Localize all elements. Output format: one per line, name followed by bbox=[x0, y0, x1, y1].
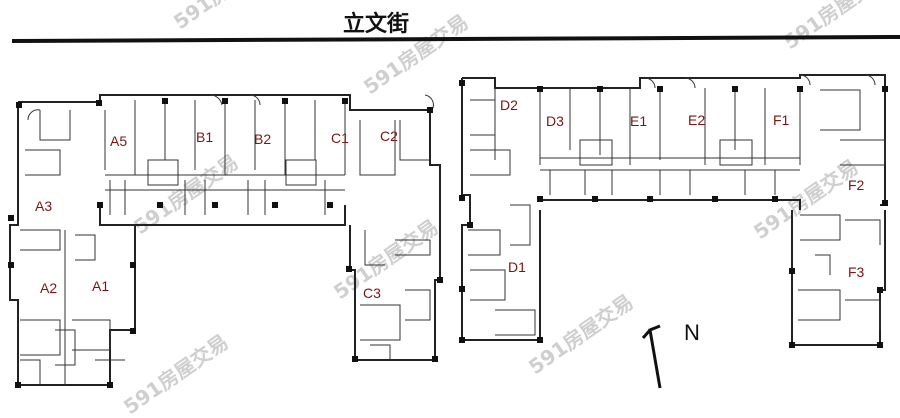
watermarks: 591房屋交易 591房屋交易 591房屋交易 591房屋交易 591房屋交易 … bbox=[119, 0, 892, 418]
unit-label-d1: D1 bbox=[508, 259, 526, 275]
left-building bbox=[8, 94, 443, 388]
unit-label-f1: F1 bbox=[773, 112, 790, 128]
unit-label-d2: D2 bbox=[500, 97, 518, 113]
right-building bbox=[459, 74, 888, 348]
north-arrow-icon bbox=[641, 324, 662, 389]
north-label: N bbox=[684, 320, 700, 345]
unit-label-c3: C3 bbox=[363, 285, 381, 301]
unit-label-f3: F3 bbox=[848, 264, 865, 280]
unit-label-e1: E1 bbox=[630, 113, 647, 129]
unit-label-e2: E2 bbox=[688, 112, 705, 128]
unit-label-f2: F2 bbox=[848, 177, 865, 193]
street-line bbox=[11, 35, 900, 43]
unit-label-b2: B2 bbox=[254, 131, 271, 147]
watermark: 591房屋交易 bbox=[329, 215, 442, 304]
watermark: 591房屋交易 bbox=[169, 0, 282, 34]
unit-label-a2: A2 bbox=[40, 280, 57, 296]
north-arrow: N bbox=[641, 320, 700, 389]
street-name: 立文街 bbox=[343, 11, 409, 37]
unit-label-a3: A3 bbox=[35, 198, 52, 214]
unit-label-a1: A1 bbox=[92, 278, 109, 294]
watermark: 591房屋交易 bbox=[524, 290, 637, 379]
watermark: 591房屋交易 bbox=[119, 330, 232, 418]
unit-label-a5: A5 bbox=[110, 133, 127, 149]
unit-label-c2: C2 bbox=[380, 128, 398, 144]
unit-label-b1: B1 bbox=[196, 129, 213, 145]
unit-label-c1: C1 bbox=[331, 130, 349, 146]
watermark: 591房屋交易 bbox=[779, 0, 892, 54]
unit-label-d3: D3 bbox=[546, 113, 564, 129]
unit-labels: A5 B1 B2 C1 C2 A3 A2 A1 C3 D2 D3 E1 E2 F… bbox=[35, 97, 865, 301]
